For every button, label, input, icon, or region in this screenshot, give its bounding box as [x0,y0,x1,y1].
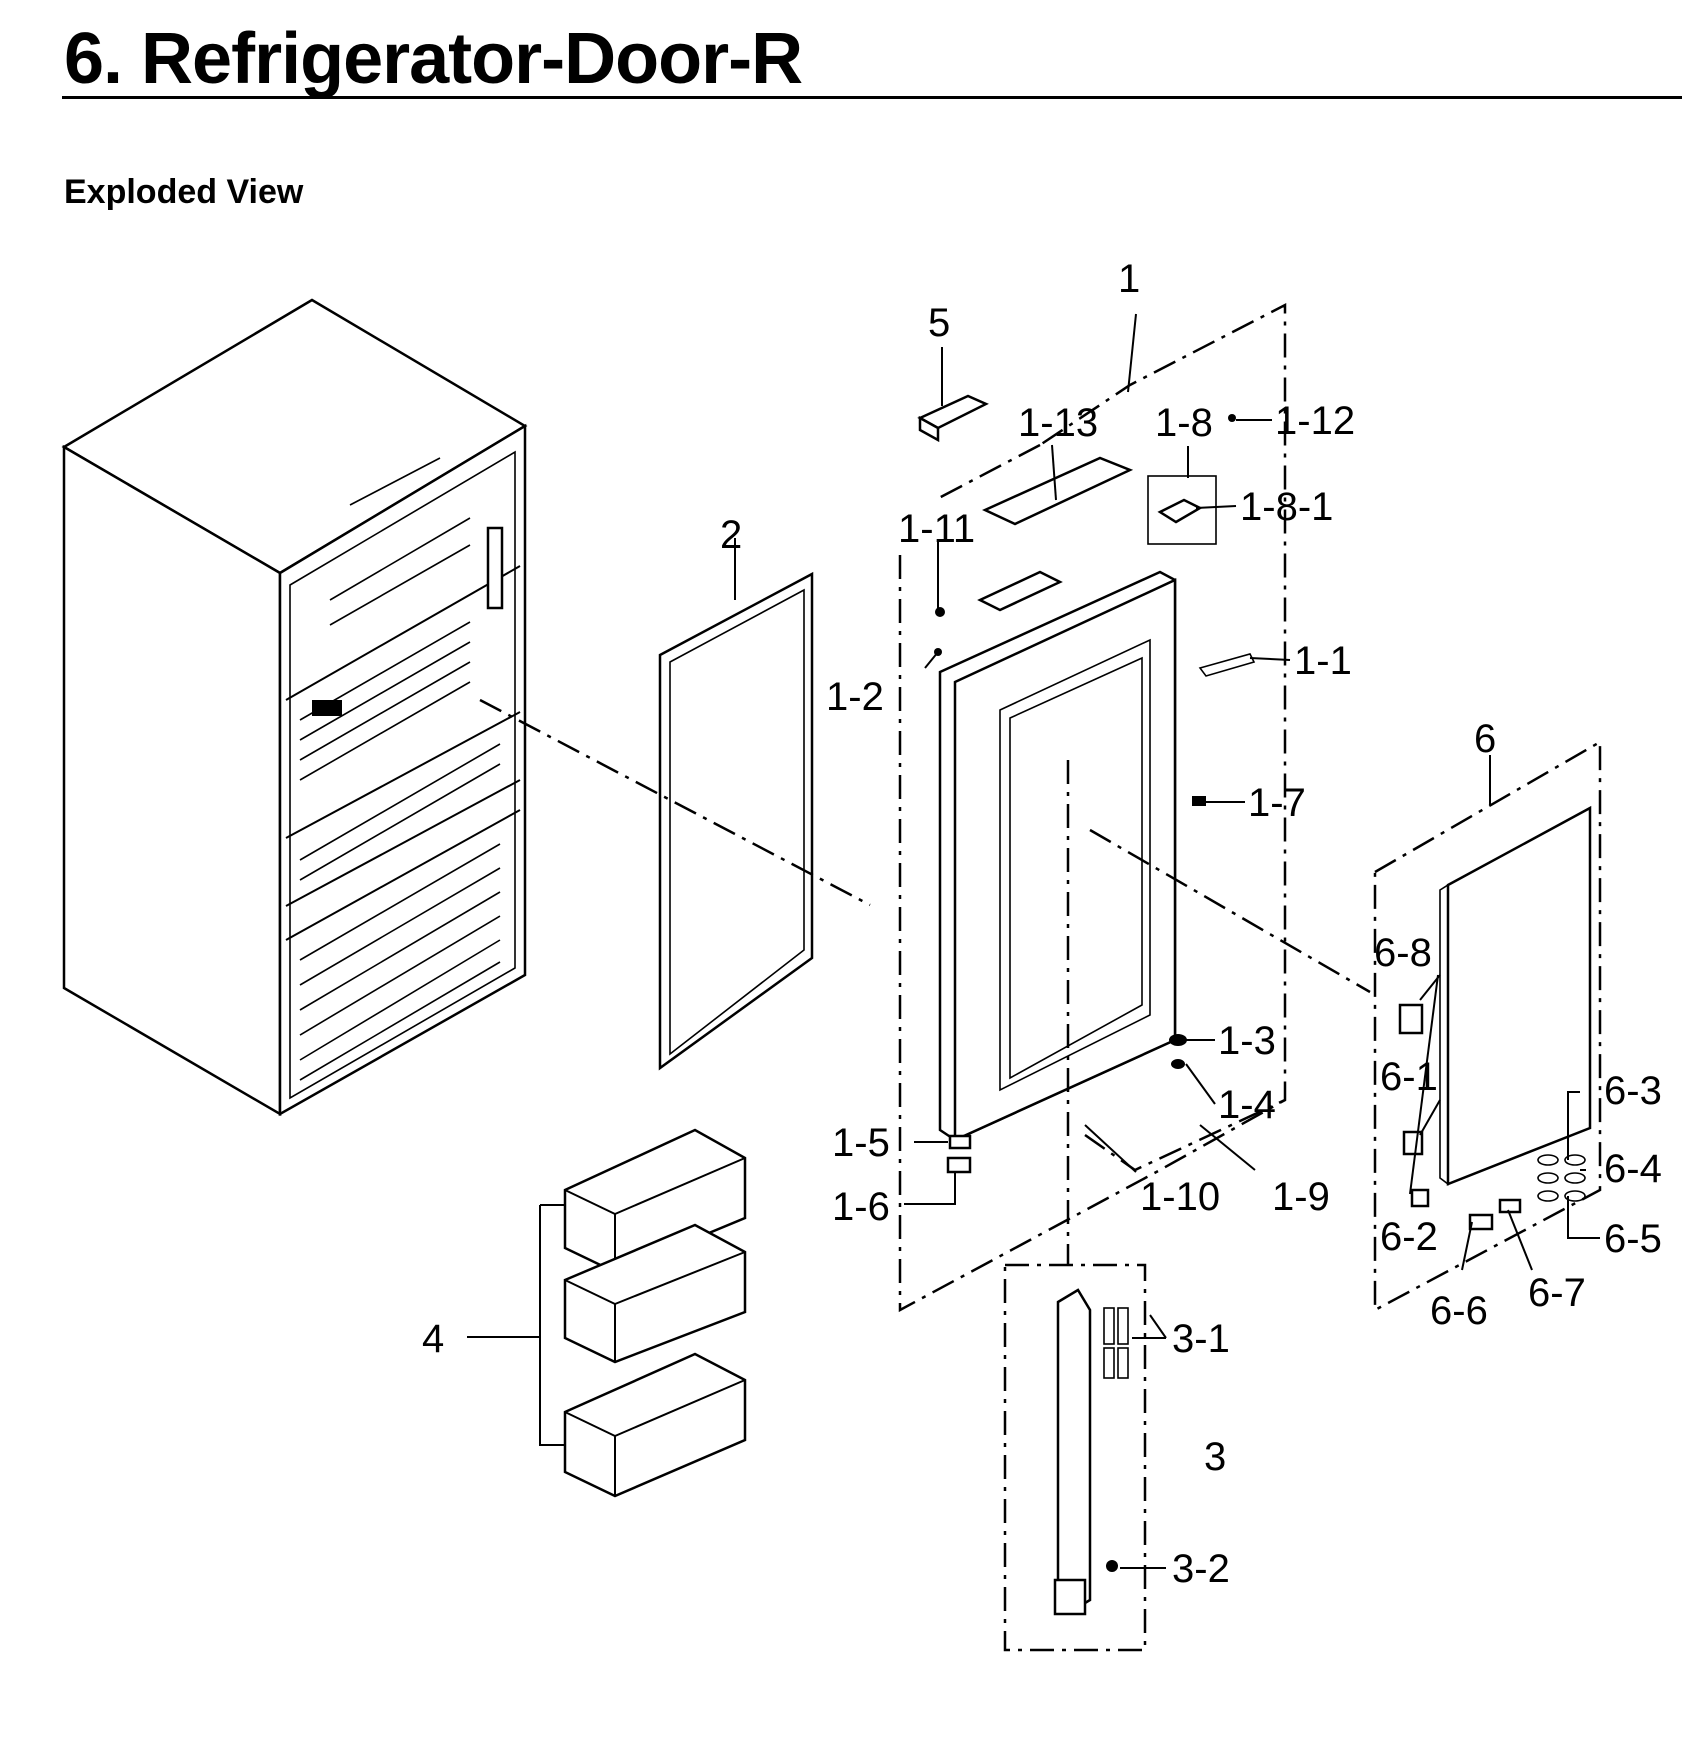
callout-1-2: 1-2 [826,675,884,719]
callout-4: 4 [422,1317,444,1361]
callout-1-6: 1-6 [832,1185,890,1229]
callout-1-9: 1-9 [1272,1175,1330,1219]
part-4-door-bins [563,1128,747,1498]
callout-1: 1 [1118,257,1140,301]
callout-1-11: 1-11 [898,507,975,551]
page-title: 6. Refrigerator-Door-R [64,19,803,99]
cabinet-shelf-lines [299,517,501,1081]
refrigerator-cabinet [61,298,528,1117]
small-hardware-parts [934,414,1256,1174]
part-6-door-panel [1398,805,1592,1231]
title-rule [62,96,1682,99]
part-2-door-gasket [658,571,814,1071]
assembly-group-outlines [479,302,1602,1652]
part-3-door-handle [1053,1288,1129,1616]
callout-1-8-1: 1-8-1 [1240,485,1333,529]
section-heading: Exploded View [64,173,304,211]
callout-1-10: 1-10 [1140,1175,1220,1219]
callout-5: 5 [928,301,950,345]
callout-6-3: 6-3 [1604,1069,1662,1113]
callout-1-12: 1-12 [1275,399,1355,443]
callout-1-8: 1-8 [1155,401,1213,445]
callout-3: 3 [1204,1435,1226,1479]
callout-labels: 1 5 1-13 1-8 1-12 1-8-1 1-11 2 1-2 1-1 6… [422,257,1662,1591]
callout-6-2: 6-2 [1380,1215,1438,1259]
callout-6-1: 6-1 [1380,1055,1438,1099]
callout-6: 6 [1474,717,1496,761]
callout-6-5: 6-5 [1604,1217,1662,1261]
callout-1-4: 1-4 [1218,1083,1276,1127]
callout-2: 2 [720,513,742,557]
callout-3-2: 3-2 [1172,1547,1230,1591]
callout-6-7: 6-7 [1528,1271,1586,1315]
callout-6-6: 6-6 [1430,1289,1488,1333]
callout-1-13: 1-13 [1018,401,1098,445]
callout-6-4: 6-4 [1604,1147,1662,1191]
part-1-door-assembly [938,456,1217,1142]
callout-1-7: 1-7 [1248,781,1306,825]
callout-leader-lines [467,313,1600,1569]
callout-1-1: 1-1 [1294,639,1352,683]
callout-3-1: 3-1 [1172,1317,1230,1361]
callout-1-3: 1-3 [1218,1019,1276,1063]
callout-1-5: 1-5 [832,1121,890,1165]
callout-6-8: 6-8 [1374,931,1432,975]
part-5-hinge-cover [917,394,989,443]
